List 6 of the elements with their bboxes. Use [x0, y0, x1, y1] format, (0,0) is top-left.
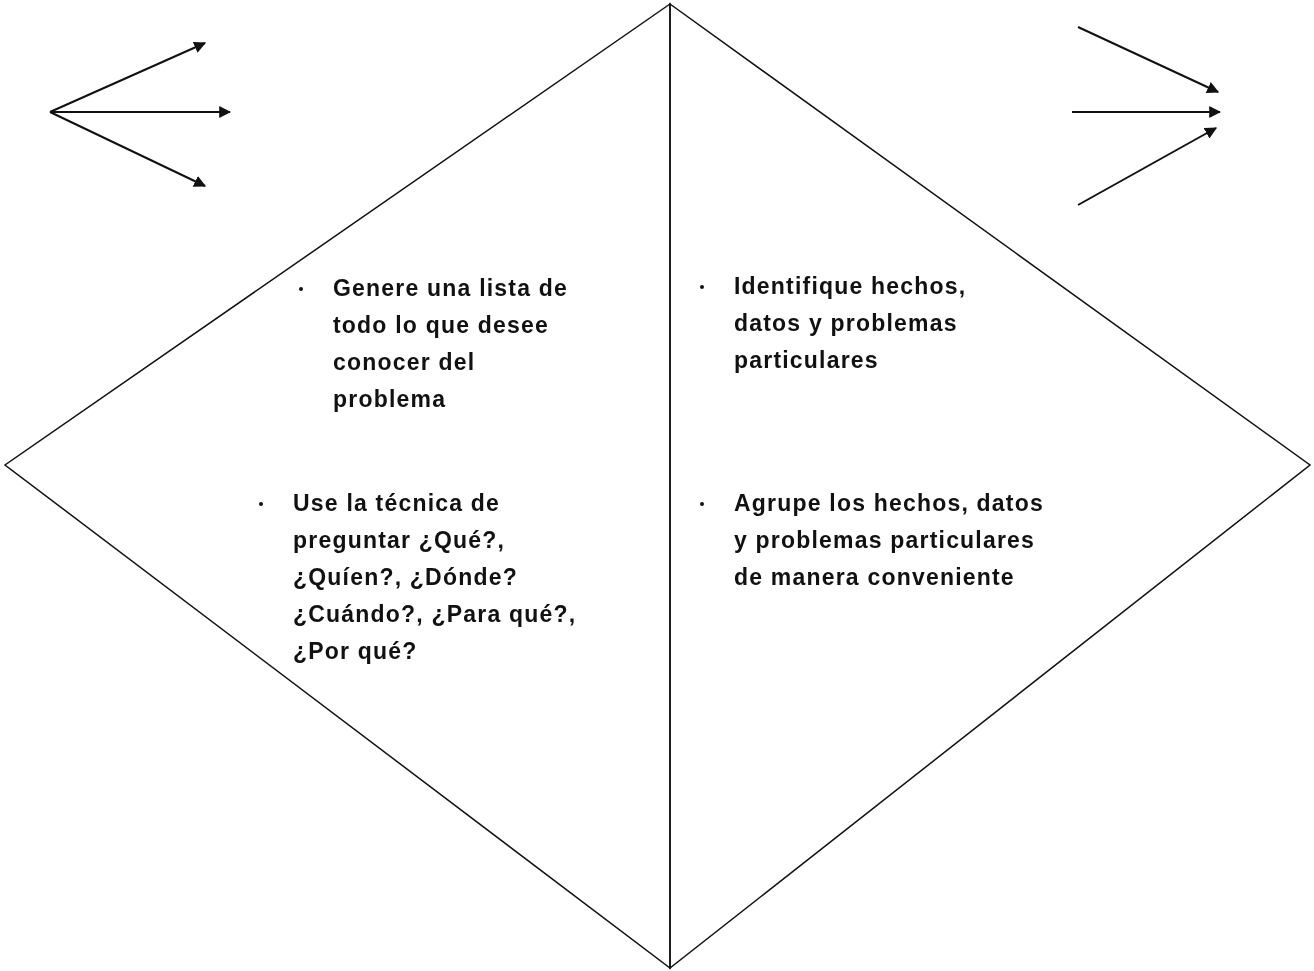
bullet-text: Identifique hechos, datos y problemas particulares — [696, 268, 994, 379]
bullet-text: Agrupe los hechos, datos y problemas particulares de manera conveniente — [696, 485, 1054, 596]
triangle-panel — [670, 4, 1310, 968]
bullet-text: Genere una lista de todo lo que desee conocer del problema — [295, 270, 593, 418]
bullet-text: Use la técnica de preguntar ¿Qué?, ¿Quíen?, ¿Dónde? ¿Cuándo?, ¿Para qué?, ¿Por qué? — [255, 485, 603, 670]
triangle-panel — [5, 4, 670, 968]
